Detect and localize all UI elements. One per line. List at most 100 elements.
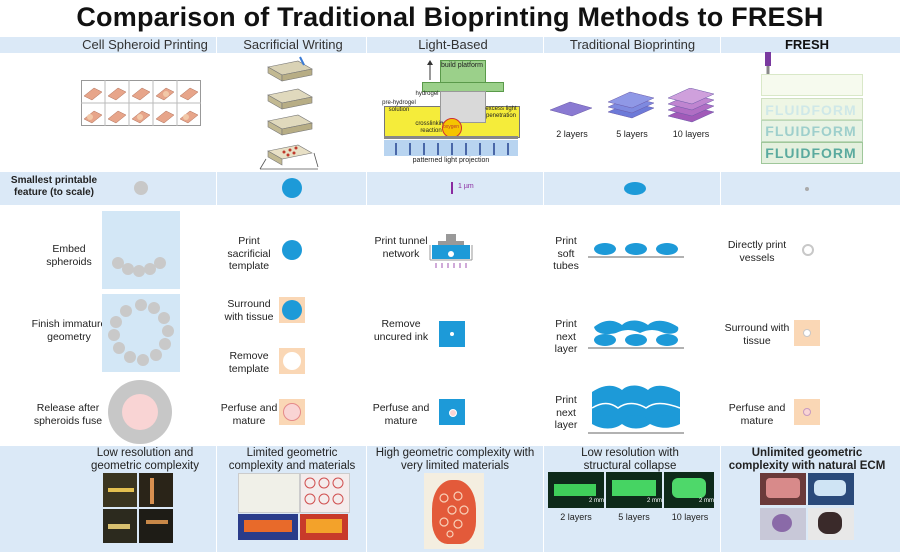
light-step-3-label: Perfuse and mature	[372, 402, 430, 427]
sacrificial-heat-band	[306, 519, 342, 533]
spheroid-strand	[146, 520, 168, 524]
fresh-step-1-label: Directly print vessels	[727, 239, 787, 264]
light-step-1-label: Print tunnel network	[374, 235, 428, 260]
feature-band	[0, 172, 900, 205]
sacrificial-grid	[304, 477, 344, 505]
spheroid-ring	[108, 299, 174, 366]
spheroid-printing-illustration	[81, 80, 201, 126]
fresh-tissue-vessel	[803, 329, 811, 337]
traditional-scalebar: 2 mm	[699, 498, 714, 504]
page-title: Comparison of Traditional Bioprinting Me…	[76, 2, 824, 32]
fresh-bath-3	[761, 120, 863, 142]
oxygen-label: oxygen	[442, 124, 460, 130]
summary-spheroid: Low resolution and geometric complexity	[90, 447, 199, 472]
summary-traditional: Low resolution with structural collapse	[581, 447, 679, 472]
spheroid-step-1-label: Embed spheroids	[46, 243, 92, 268]
spheroid-strand	[150, 478, 154, 504]
light-step-2-label: Remove uncured ink	[373, 318, 429, 343]
fresh-logo-print-4: FLUIDFORM	[765, 145, 857, 161]
spheroid-feature-dot	[134, 181, 148, 195]
layer-label-2: 2 layers	[556, 129, 588, 139]
sacrificial-writing-illustration	[259, 56, 319, 170]
layer-label-5: 5 layers	[616, 129, 648, 139]
light-perfused-vessel	[449, 409, 457, 417]
traditional-scalebar: 2 mm	[647, 498, 662, 504]
sacrificial-example-image	[238, 473, 300, 513]
hydrogel-label: hydrogel	[415, 91, 439, 97]
fresh-illustration: FLUIDFORM FLUIDFORM FLUIDFORM	[755, 52, 865, 164]
column-header-sacrificial: Sacrificial Writing	[243, 37, 343, 52]
sacrificial-step-1-label: Print sacrificial template	[227, 235, 271, 272]
spheroid-strand	[108, 488, 134, 492]
layer-label-10: 10 layers	[672, 129, 710, 139]
sacrificial-removed-hole	[283, 352, 301, 370]
traditional-step-2-label: Print next layer	[554, 318, 578, 355]
crosslinking-label: crosslinking reaction	[415, 121, 447, 134]
traditional-step-1-label: Print soft tubes	[553, 235, 579, 272]
prehydrogel-label: pre-hydrogel solution	[382, 100, 416, 113]
light-arrows	[395, 143, 509, 155]
traditional-soft-tubes	[588, 243, 684, 258]
traditional-example-print	[612, 480, 656, 496]
header-band	[0, 37, 900, 53]
light-feature-scale-label: 1 µm	[458, 183, 474, 190]
sacrificial-template-dot	[282, 240, 302, 260]
traditional-layers-illustration	[549, 88, 715, 123]
light-lung-airways	[439, 491, 469, 538]
projection-label: patterned light projection	[412, 157, 490, 164]
fresh-example-detail	[818, 512, 842, 534]
feature-row-label: Smallest printable feature (to scale)	[10, 175, 98, 198]
fresh-perfused-vessel	[803, 408, 811, 416]
fresh-example-detail	[814, 480, 846, 496]
traditional-feature-dot	[624, 182, 646, 195]
column-divider	[543, 37, 544, 552]
fresh-example-detail	[772, 514, 792, 532]
traditional-example-print	[554, 484, 596, 496]
spheroid-example-image	[139, 509, 173, 543]
column-divider	[366, 37, 367, 552]
fresh-logo-print-3: FLUIDFORM	[765, 123, 857, 139]
fresh-step-3-label: Perfuse and mature	[728, 402, 786, 427]
sacrificial-step-4-label: Perfuse and mature	[220, 402, 278, 427]
build-platform-label: build platform	[440, 62, 484, 69]
fresh-example-detail	[766, 478, 800, 498]
light-lung-shape	[432, 480, 476, 544]
column-divider	[720, 37, 721, 552]
up-arrow-icon	[427, 60, 433, 80]
column-header-traditional: Traditional Bioprinting	[569, 37, 696, 52]
traditional-stacked-layers	[588, 385, 684, 434]
light-feature-bar	[451, 182, 453, 194]
vat-floor	[384, 136, 518, 139]
traditional-collapsed-layer	[588, 320, 684, 349]
syringe-icon	[765, 52, 771, 80]
sacrificial-perfused-vessel	[283, 403, 301, 421]
column-header-fresh: FRESH	[784, 37, 830, 52]
column-divider	[216, 37, 217, 552]
column-header-light: Light-Based	[418, 37, 488, 52]
light-based-illustration: build platform hydrogel pre-hydrogel sol…	[382, 58, 520, 168]
sacrificial-heat-band	[244, 520, 292, 532]
fresh-bath-2	[761, 98, 863, 120]
column-header-spheroid: Cell Spheroid Printing	[82, 37, 208, 52]
sacrificial-feature-dot	[282, 178, 302, 198]
fresh-logo-print-2: FLUIDFORM	[765, 102, 857, 118]
summary-sacrificial: Limited geometric complexity and materia…	[228, 447, 356, 472]
summary-fresh: Unlimited geometric complexity with natu…	[728, 447, 886, 472]
fresh-feature-dot	[805, 187, 809, 191]
fresh-vessel-ring	[802, 244, 814, 256]
spheroid-fused-lumen	[122, 394, 158, 430]
traditional-step-3-label: Print next layer	[554, 394, 578, 431]
sacrificial-tissue-dot	[282, 300, 302, 320]
spheroid-arc	[112, 257, 166, 277]
sacrificial-step-3-label: Remove template	[228, 350, 270, 375]
hydrogel-block	[440, 91, 486, 123]
traditional-example-print	[672, 478, 706, 498]
spheroid-strand	[108, 524, 130, 529]
fresh-bath-4	[761, 142, 863, 164]
sacrificial-step-2-label: Surround with tissue	[224, 298, 274, 323]
traditional-bottom-label-5: 5 layers	[618, 512, 650, 522]
light-tunnel-network	[429, 234, 473, 268]
light-uncured-hole	[450, 332, 454, 336]
traditional-bottom-label-2: 2 layers	[560, 512, 592, 522]
light-projection	[384, 140, 518, 156]
